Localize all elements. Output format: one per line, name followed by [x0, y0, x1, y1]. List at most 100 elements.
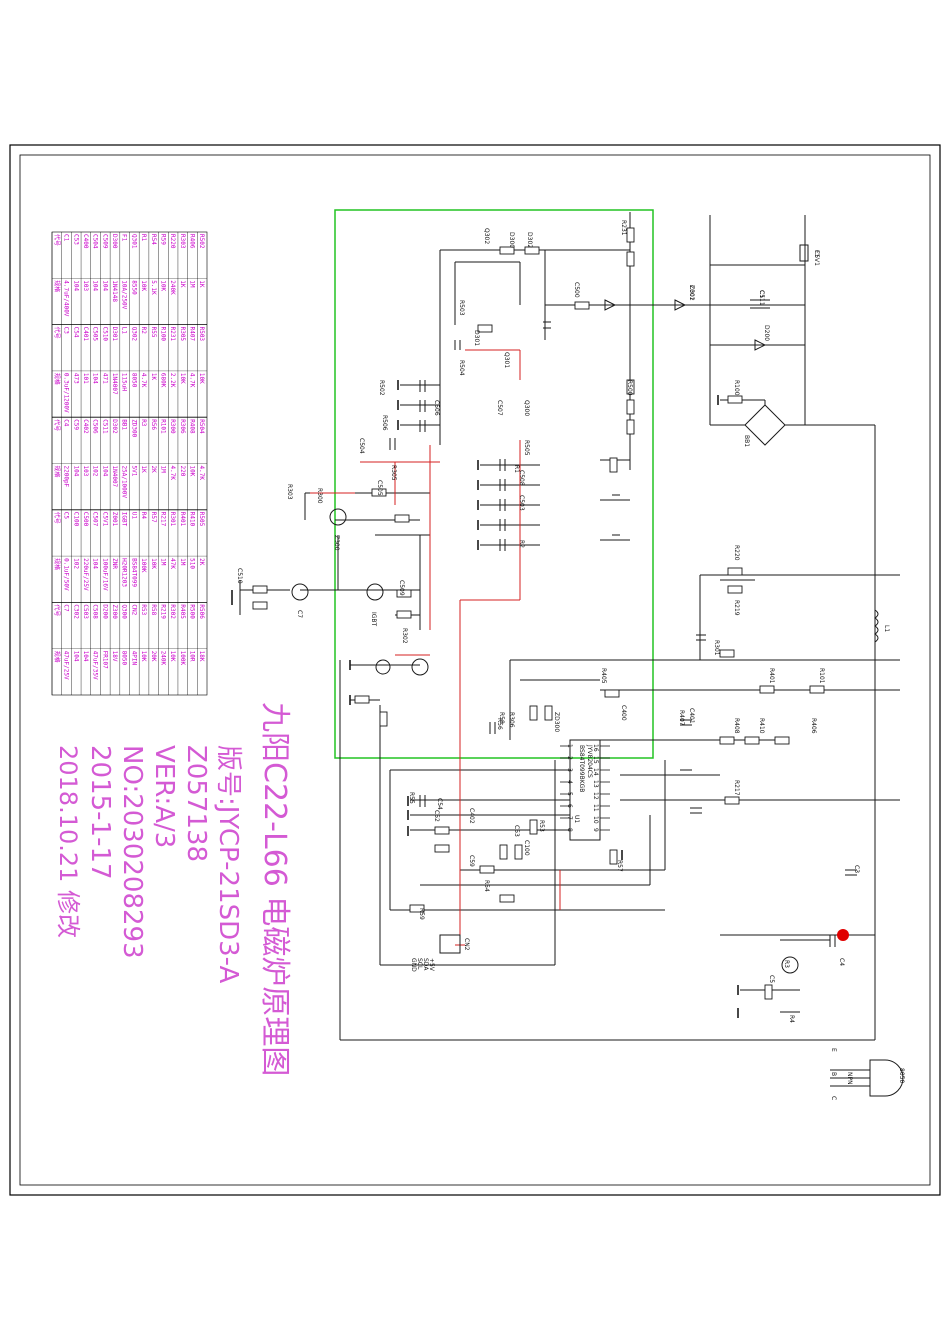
bom-cell: H20R1203: [121, 558, 128, 587]
version-label: VER:A/3: [149, 745, 179, 848]
fuse-f1: [799, 244, 809, 262]
bom-table: 代号规格代号规格代号规格代号规格代号规格C14.7uF/400VC30.3uF/…: [51, 231, 208, 696]
bridge-rectifier-bb1: [744, 404, 786, 446]
bom-cell: R405: [179, 604, 186, 619]
component-ref-label: R303: [286, 484, 293, 500]
transistor-q502: [375, 659, 391, 675]
bom-cell: 8050: [130, 373, 137, 388]
bom-cell: 102: [92, 466, 99, 477]
component-ref-label: R100: [733, 380, 740, 396]
component-ref-label: C503: [518, 495, 525, 511]
bom-cell: C53: [72, 234, 79, 245]
component-ref-label: R55: [408, 792, 415, 804]
bom-cell: U1: [130, 512, 137, 520]
bom-cell: R301: [169, 512, 176, 527]
component-ref-label: ZD300: [553, 712, 560, 732]
capacitor-symbols: [389, 321, 857, 947]
component-ref-label: BB1: [743, 435, 750, 447]
component-ref-label: R56: [496, 718, 503, 730]
transistor-detail: 8050 NPN E B C: [830, 1048, 905, 1100]
component-ref-label: C511: [758, 290, 765, 306]
bom-cell: R503: [198, 327, 205, 342]
component-ref-label: Z300: [333, 535, 340, 551]
bom-cell: 102: [72, 558, 79, 569]
sheet-frame-inner: [19, 154, 931, 1186]
component-ref-label: R220: [733, 545, 740, 561]
bom-cell: BS84T099: [130, 558, 137, 587]
bom-cell: 100K: [140, 558, 147, 573]
bom-cell: 2K: [198, 558, 205, 566]
npn-package-outline: [869, 1059, 904, 1097]
component-ref-label: D300: [508, 232, 515, 248]
bom-cell: F1: [121, 234, 128, 242]
ic-pin-label: 14: [592, 768, 599, 776]
bom-cell: C100: [72, 512, 79, 527]
bom-cell: R305: [179, 327, 186, 342]
component-ref-label: R231: [620, 220, 627, 236]
component-ref-label: Q300: [523, 400, 530, 416]
drawing-number: NO:2030208293: [117, 745, 147, 959]
bom-cell: R300: [169, 419, 176, 434]
bom-cell: 1M: [179, 558, 186, 566]
bom-cell: R303: [179, 234, 186, 249]
bom-cell: R302: [169, 604, 176, 619]
component-ref-label: C4: [838, 958, 845, 966]
bom-cell: L1: [121, 327, 128, 335]
component-ref-label: R401: [768, 668, 775, 684]
bom-cell: 220uF/25V: [82, 558, 89, 591]
bom-cell: 代号: [53, 512, 61, 524]
wiring: [239, 212, 900, 1041]
connector-ref: CN2: [463, 938, 470, 951]
bom-cell: 10K: [169, 651, 176, 662]
connector-pin-label: GND: [410, 958, 417, 972]
bom-cell: IGBT: [121, 512, 128, 527]
component-ref-label: R306: [508, 712, 515, 728]
transistor-q300: [291, 583, 309, 601]
diode-d200: [754, 339, 767, 351]
bom-cell: R58: [150, 604, 157, 615]
bom-cell: 1M: [189, 280, 196, 288]
bom-cell: ZD300: [130, 419, 137, 437]
transistor-pin-c: C: [830, 1096, 837, 1100]
bom-cell: D300: [111, 234, 118, 249]
bom-cell: Q300: [121, 604, 128, 619]
component-ref-label: C401: [688, 708, 695, 724]
component-ref-label: C504: [358, 438, 365, 454]
bom-cell: 8550: [130, 280, 137, 295]
bom-cell: 4.7K: [189, 373, 196, 388]
bom-cell: D200: [101, 604, 108, 619]
bom-cell: 10K: [198, 373, 205, 384]
component-ref-label: C100: [523, 840, 530, 856]
bom-cell: 104: [101, 280, 108, 291]
bom-cell: 103: [82, 466, 89, 477]
ic-pin-label: 1: [566, 744, 573, 748]
bom-cell: 240K: [169, 280, 176, 295]
bom-cell: 规格: [53, 373, 61, 385]
inductor-l1: [874, 609, 879, 643]
component-ref-label: C53: [513, 825, 520, 837]
component-ref-label: C52: [433, 810, 440, 822]
transistor-detail-type: NPN: [846, 1072, 853, 1085]
component-ref-label: R405: [600, 668, 607, 684]
bom-cell: D301: [111, 327, 118, 342]
bom-cell: 1K: [140, 466, 147, 474]
board-number: 版号:JYCP-21SD3-A: [213, 745, 243, 983]
igbt: [781, 956, 799, 974]
bom-cell: C7: [63, 604, 70, 612]
ic-pin-label: 9: [592, 828, 599, 832]
component-ref-label: C7: [296, 610, 303, 618]
bom-cell: 10K: [140, 651, 147, 662]
component-ref-label: R2: [518, 540, 525, 548]
component-ref-label: R408: [733, 718, 740, 734]
bom-cell: R219: [159, 604, 166, 619]
bom-cell: R406: [189, 234, 196, 249]
bom-cell: Q302: [130, 327, 137, 342]
connector-pin-label: +5V: [428, 958, 435, 972]
component-ref-label: R57: [616, 860, 623, 872]
bom-cell: 240K: [159, 651, 166, 666]
bom-cell: 规格: [53, 651, 61, 663]
bom-cell: R506: [198, 604, 205, 619]
bom-cell: C509: [101, 234, 108, 249]
bom-cell: 5V1: [130, 466, 137, 477]
bom-cell: 1N4007: [111, 373, 118, 395]
